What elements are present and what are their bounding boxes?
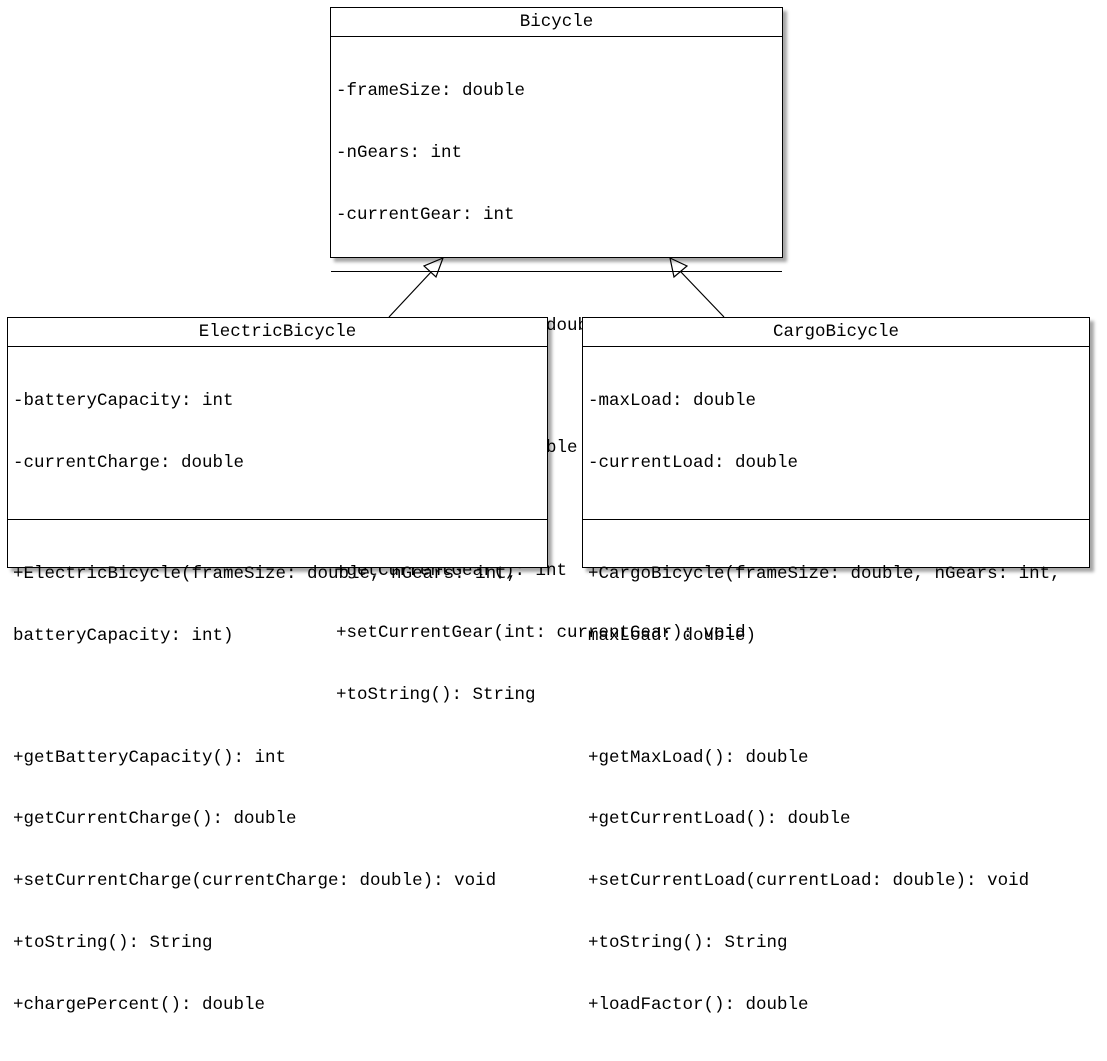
method: +loadFactor(): double bbox=[588, 994, 809, 1015]
attribute: -batteryCapacity: int bbox=[13, 391, 234, 412]
class-electric-bicycle[interactable]: ElectricBicycle -batteryCapacity: int -c… bbox=[7, 317, 548, 1015]
class-bicycle[interactable]: Bicycle -frameSize: double -nGears: int … bbox=[330, 7, 783, 705]
class-name: CargoBicycle bbox=[583, 318, 1089, 347]
methods-section: +CargoBicycle(frameSize: double, nGears:… bbox=[583, 520, 1089, 1061]
method: +ElectricBicycle(frameSize: double, nGea… bbox=[13, 563, 518, 584]
method: +getMaxLoad(): double bbox=[588, 747, 809, 768]
class-name: Bicycle bbox=[331, 8, 782, 37]
method: +CargoBicycle(frameSize: double, nGears:… bbox=[588, 563, 1061, 584]
attribute: -nGears: int bbox=[336, 142, 463, 163]
method: +toString(): String bbox=[13, 933, 213, 954]
method: +toString(): String bbox=[588, 933, 788, 954]
method: +getCurrentCharge(): double bbox=[13, 809, 297, 830]
attribute: -currentGear: int bbox=[336, 204, 515, 225]
attribute: -maxLoad: double bbox=[588, 391, 757, 412]
method: batteryCapacity: int) bbox=[13, 625, 234, 646]
method-spacer bbox=[588, 688, 1084, 707]
class-cargo-bicycle[interactable]: CargoBicycle -maxLoad: double -currentLo… bbox=[582, 317, 1090, 1015]
attributes-section: -maxLoad: double -currentLoad: double bbox=[583, 347, 1089, 520]
attribute: -currentLoad: double bbox=[588, 452, 799, 473]
attributes-section: -frameSize: double -nGears: int -current… bbox=[331, 37, 782, 272]
attribute: -currentCharge: double bbox=[13, 452, 245, 473]
attribute: -frameSize: double bbox=[336, 81, 526, 102]
method: +setCurrentLoad(currentLoad: double): vo… bbox=[588, 871, 1030, 892]
method: +getBatteryCapacity(): int bbox=[13, 747, 287, 768]
class-name: ElectricBicycle bbox=[8, 318, 547, 347]
method-spacer bbox=[13, 688, 542, 707]
method: maxLoad: double) bbox=[588, 625, 757, 646]
method: +getCurrentLoad(): double bbox=[588, 809, 851, 830]
attributes-section: -batteryCapacity: int -currentCharge: do… bbox=[8, 347, 547, 520]
methods-section: +ElectricBicycle(frameSize: double, nGea… bbox=[8, 520, 547, 1061]
method: +chargePercent(): double bbox=[13, 994, 266, 1015]
method: +setCurrentCharge(currentCharge: double)… bbox=[13, 871, 497, 892]
